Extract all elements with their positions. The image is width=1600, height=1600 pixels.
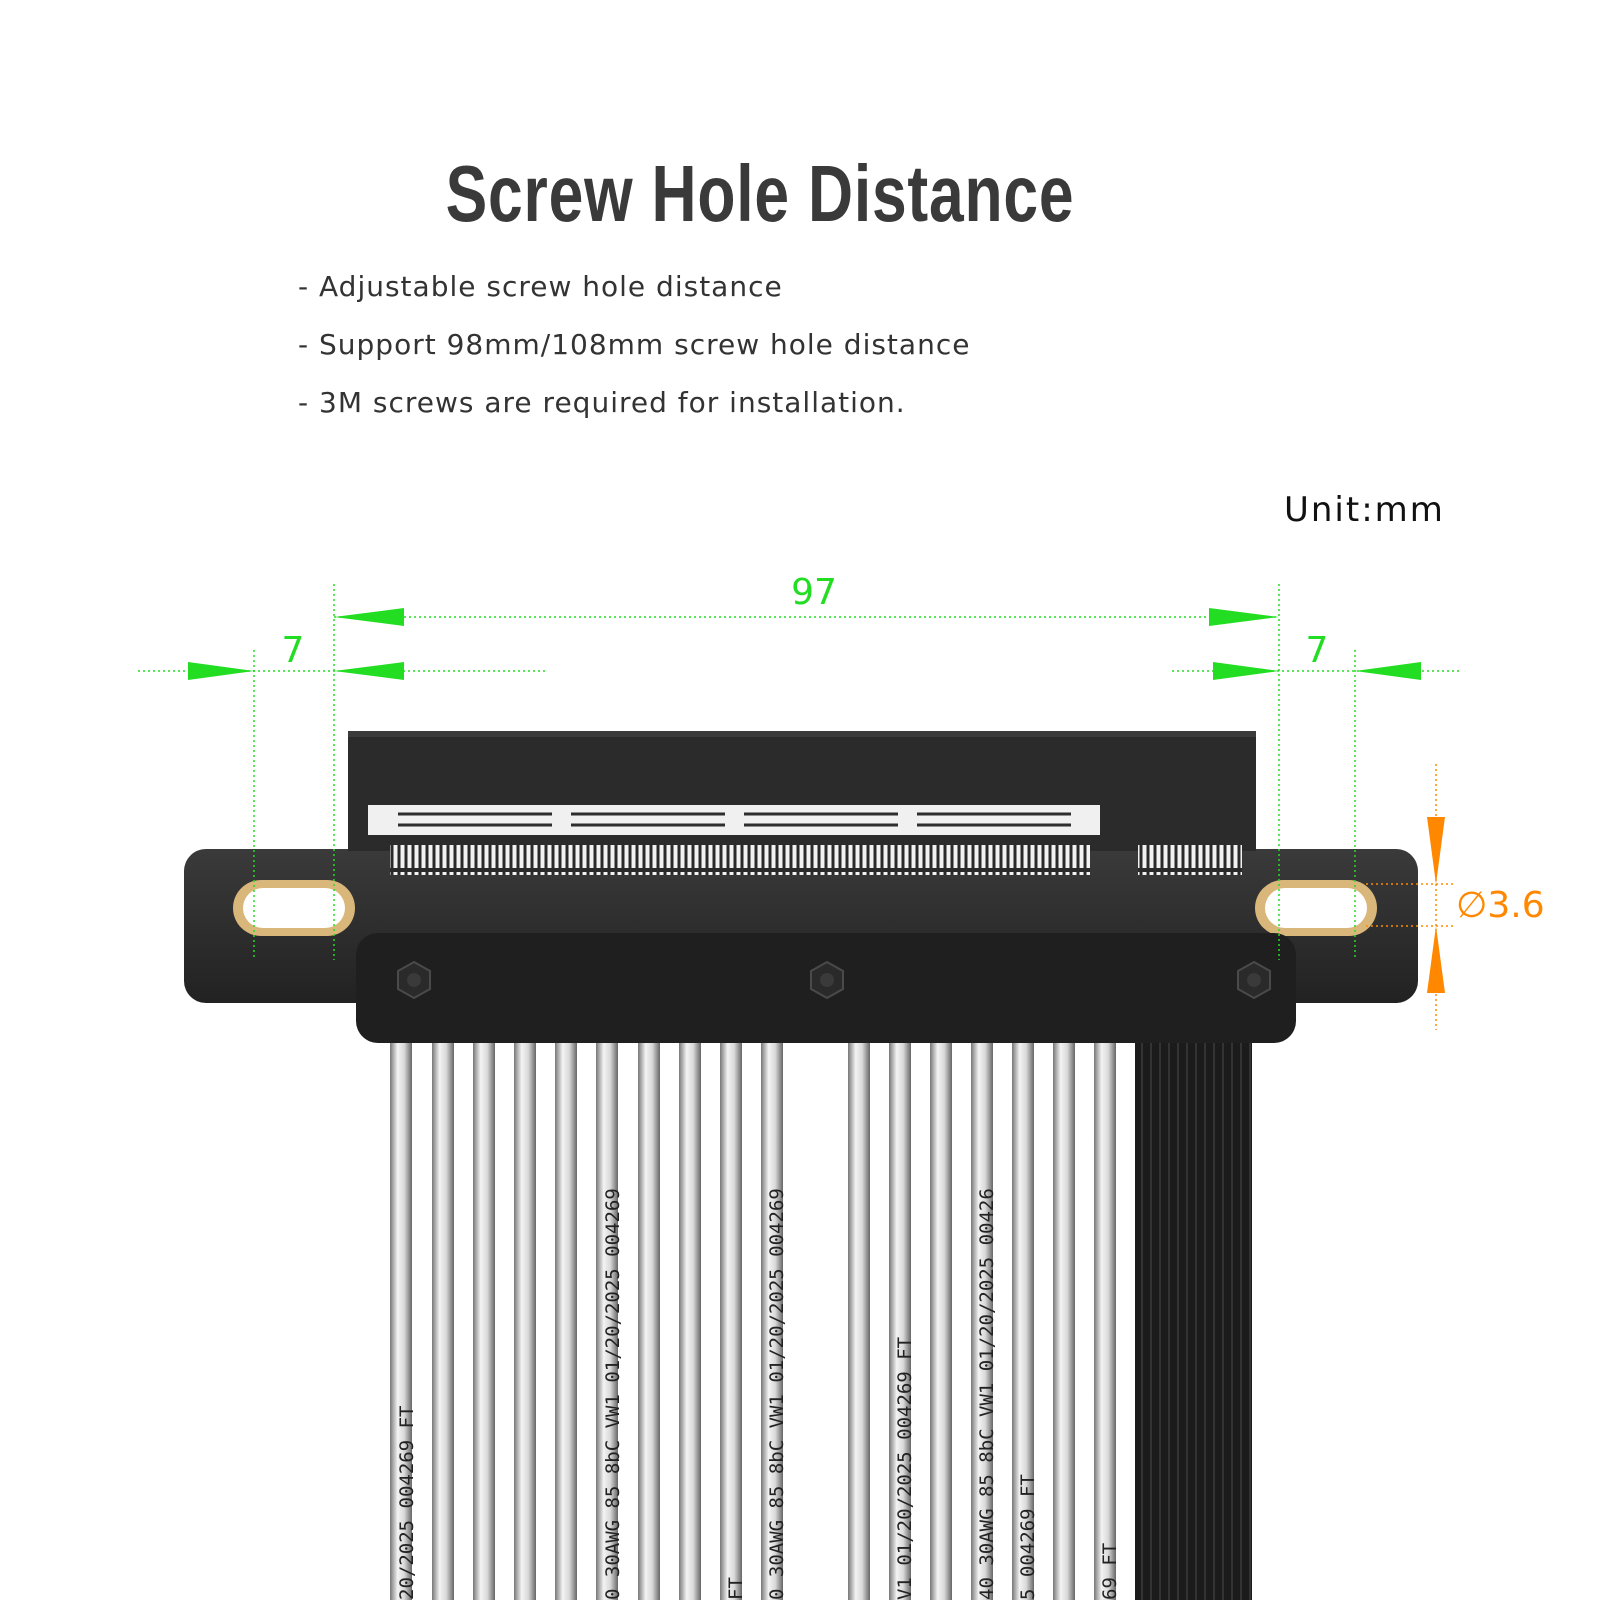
cable-print-text: FT: [725, 1577, 747, 1600]
cable-print-text: 5 004269 FT: [1017, 1474, 1039, 1600]
unit-label: Unit:mm: [1284, 490, 1445, 530]
cable-wire: [889, 1030, 911, 1600]
cable-wire: [930, 1030, 952, 1600]
dimension-left-offset: 7: [282, 630, 305, 671]
arrow-left-icon: [334, 662, 404, 680]
dimension-arrows-green: [188, 608, 1421, 680]
cable-print-text: 40 30AWG 85 8bC VW1 01/20/2025 00426: [976, 1188, 998, 1600]
feature-item-support: - Support 98mm/108mm screw hole distance: [298, 328, 971, 361]
cable-wire: [971, 1030, 993, 1600]
arrow-right-icon: [188, 662, 254, 680]
dimension-right-offset: 7: [1306, 630, 1329, 671]
dimension-hole-diameter: ∅3.6: [1456, 885, 1545, 926]
arrow-left-icon: [334, 608, 404, 626]
feature-item-adjustable: - Adjustable screw hole distance: [298, 270, 783, 303]
cable-print-text: 0 30AWG 85 8bC VW1 01/20/2025 004269: [766, 1188, 788, 1600]
cable-wire: [1012, 1030, 1034, 1600]
arrow-right-icon: [1213, 662, 1279, 680]
cable-wire: [1053, 1030, 1075, 1600]
feature-list: - Adjustable screw hole distance - Suppo…: [298, 270, 970, 444]
cable-wire: [473, 1030, 495, 1600]
cable-wire: [720, 1030, 742, 1600]
cable-wire: [679, 1030, 701, 1600]
arrow-right-icon: [1209, 608, 1279, 626]
cable-print-text: 20/2025 004269 FT: [396, 1406, 418, 1600]
cable-wire: [432, 1030, 454, 1600]
arrow-up-icon: [1427, 926, 1445, 993]
cable-print-text: 0 30AWG 85 8bC VW1 01/20/2025 004269: [602, 1188, 624, 1600]
cable-wire: [848, 1030, 870, 1600]
cable-print-text: V1 01/20/2025 004269 FT: [894, 1337, 916, 1600]
cable-wire: [514, 1030, 536, 1600]
cable-wire: [761, 1030, 783, 1600]
cable-wire: [596, 1030, 618, 1600]
ribbon-cable: [1135, 1030, 1252, 1600]
pcie-contact-pins-short: [1138, 845, 1242, 875]
cable-bundle: 20/2025 004269 FT 0 30AWG 85 8bC VW1 01/…: [390, 1030, 1252, 1600]
cable-print-text: 69 FT: [1099, 1543, 1121, 1600]
feature-item-screws: - 3M screws are required for installatio…: [298, 386, 906, 419]
cable-wire: [555, 1030, 577, 1600]
cable-wire: [638, 1030, 660, 1600]
pcie-slot-label: [368, 805, 1100, 835]
page-title: Screw Hole Distance: [445, 149, 1075, 238]
dimension-center-span: 97: [791, 572, 837, 613]
pcie-contact-pins: [390, 845, 1090, 875]
screw-hole-right-opening: [1265, 888, 1367, 928]
cable-wire: [1094, 1030, 1116, 1600]
cable-wire: [390, 1030, 412, 1600]
arrow-down-icon: [1427, 817, 1445, 884]
arrow-left-icon: [1355, 662, 1421, 680]
screw-hole-left-opening: [243, 888, 345, 928]
